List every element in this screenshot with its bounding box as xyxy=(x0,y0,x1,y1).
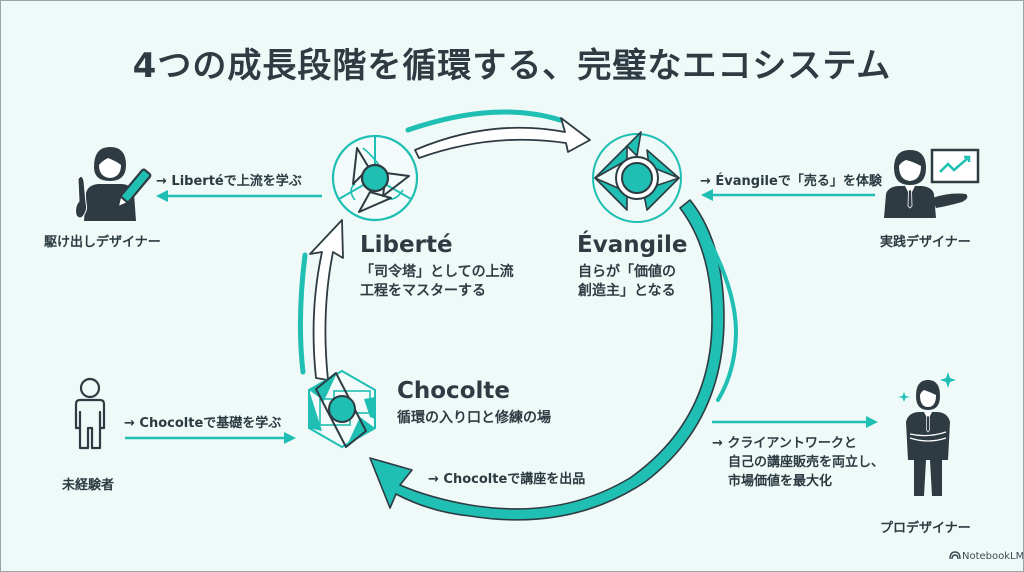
edge-label-to-pro-line2: 自己の講座販売を両立し、 xyxy=(728,455,885,470)
hexagon-diamond-icon xyxy=(308,369,376,449)
node-evangile-desc: 自らが「価値の 創造主」となる xyxy=(578,263,676,301)
connector-inexperienced-to-chocolte xyxy=(125,432,296,444)
persona-label-pro: プロデザイナー xyxy=(880,521,971,536)
edge-label-to-beginner: → Libertéで上流を学ぶ xyxy=(156,174,302,189)
edge-label-to-chocolte: → Chocolteで講座を出品 xyxy=(428,472,586,487)
node-evangile-desc-line2: 創造主」となる xyxy=(578,283,676,299)
node-liberte-name: Liberté xyxy=(360,232,453,258)
connector-practicing-to-evangile xyxy=(701,189,875,201)
edge-label-to-pro-line3: 市場価値を最大化 xyxy=(728,474,833,489)
node-chocolte-desc: 循環の入り口と修練の場 xyxy=(397,410,551,426)
connector-to-pro xyxy=(712,416,878,428)
businessman-arms-crossed-icon xyxy=(898,372,956,496)
triskelion-icon xyxy=(331,134,419,222)
presenter-with-chart-icon xyxy=(884,148,980,218)
diamond-eye-icon xyxy=(592,131,682,223)
connector-liberte-to-beginner xyxy=(156,190,322,202)
notebooklm-logo-icon xyxy=(949,551,961,560)
page-title: 4つの成長段階を循環する、完璧なエコシステム xyxy=(132,46,892,86)
arrow-evangile-to-chocolte xyxy=(369,199,739,521)
persona-label-practicing: 実践デザイナー xyxy=(880,235,971,250)
persona-label-beginner: 駆け出しデザイナー xyxy=(44,235,161,250)
designer-with-pencil-icon xyxy=(74,147,152,221)
node-liberte-desc-line2: 工程をマスターする xyxy=(360,283,486,299)
arrow-liberte-to-evangile xyxy=(405,109,591,159)
node-evangile-name: Évangile xyxy=(577,232,688,258)
node-chocolte-name: Chocolte xyxy=(397,378,510,404)
edge-label-to-practicing: → Évangileで「売る」を体験 xyxy=(700,174,882,189)
persona-label-inexperienced: 未経験者 xyxy=(62,478,115,493)
node-evangile-desc-line1: 自らが「価値の xyxy=(578,264,676,280)
edge-label-to-pro-line1: → クライアントワークと xyxy=(712,436,857,451)
edge-label-to-pro: → クライアントワークと 自己の講座販売を両立し、 市場価値を最大化 xyxy=(712,434,884,491)
arrow-chocolte-to-liberte xyxy=(297,219,344,381)
node-liberte-desc-line1: 「司令塔」としての上流 xyxy=(360,264,514,280)
edge-label-from-inexperienced: → Chocolteで基礎を学ぶ xyxy=(124,416,282,431)
person-outline-icon xyxy=(74,377,106,450)
brand-label: NotebookLM xyxy=(962,551,1024,562)
node-liberte-desc: 「司令塔」としての上流 工程をマスターする xyxy=(360,263,514,301)
